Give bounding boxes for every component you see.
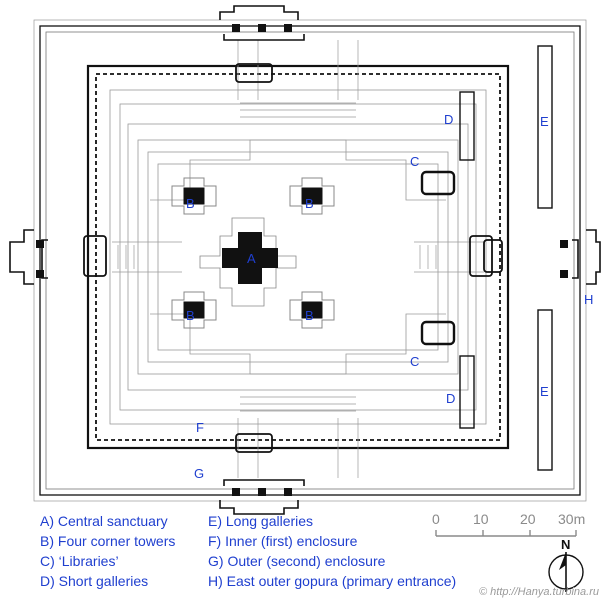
corner-towers <box>171 177 335 329</box>
legend-left: A) Central sanctuary B) Four corner towe… <box>40 511 175 591</box>
north-arrow <box>548 552 584 592</box>
legend-right: E) Long galleries F) Inner (first) enclo… <box>208 511 456 591</box>
north-label: N <box>561 537 571 552</box>
south-outer-gopura <box>219 479 305 515</box>
tower-sw <box>171 291 217 329</box>
label-g: G <box>194 466 204 481</box>
causeways <box>112 40 484 478</box>
tower-nw <box>171 177 217 215</box>
label-e-north: E <box>540 114 549 129</box>
plan-labels: A B B B B C C D D E E F G H <box>186 112 593 481</box>
legend-item-c: C) ‘Libraries’ <box>40 553 119 569</box>
legend-item-h: H) East outer gopura (primary entrance) <box>208 573 457 589</box>
central-sanctuary <box>199 217 297 307</box>
label-d-north: D <box>444 112 453 127</box>
terraces <box>109 89 487 425</box>
scale-tick-10: 10 <box>473 511 489 527</box>
legend-item-g: G) Outer (second) enclosure <box>208 553 386 569</box>
long-galleries <box>537 45 553 471</box>
legend-item-b: B) Four corner towers <box>40 533 176 549</box>
scale-tick-20: 20 <box>520 511 536 527</box>
scale-tick-0: 0 <box>432 511 440 527</box>
scale-tick-30m: 30m <box>558 511 586 527</box>
outer-enclosure <box>33 19 587 502</box>
north-outer-gopura <box>219 5 305 41</box>
outer-gopura-fill <box>36 24 568 496</box>
label-b-se: B <box>305 308 314 323</box>
legend-item-d: D) Short galleries <box>40 573 149 589</box>
tower-ne <box>289 177 335 215</box>
inner-enclosure <box>86 64 510 450</box>
label-a: A <box>247 251 256 266</box>
label-e-south: E <box>540 384 549 399</box>
east-outer-gopura <box>572 229 601 285</box>
label-b-sw: B <box>186 308 195 323</box>
label-b-ne: B <box>305 196 314 211</box>
label-c-south: C <box>410 354 419 369</box>
label-h: H <box>584 292 593 307</box>
label-d-south: D <box>446 391 455 406</box>
outer-gopuras <box>9 5 601 515</box>
legend-item-f: F) Inner (first) enclosure <box>208 533 358 549</box>
tower-se <box>289 291 335 329</box>
libraries <box>420 170 456 346</box>
label-f: F <box>196 420 204 435</box>
legend-item-e: E) Long galleries <box>208 513 314 529</box>
label-c-north: C <box>410 154 419 169</box>
inner-gopuras <box>83 63 503 453</box>
short-galleries <box>459 91 475 429</box>
west-outer-gopura <box>9 229 48 285</box>
label-b-nw: B <box>186 196 195 211</box>
scale-bar <box>435 530 577 537</box>
scale-bar-labels: 0 10 20 30m <box>420 511 600 531</box>
legend-item-a: A) Central sanctuary <box>40 513 168 529</box>
watermark: © http://Hanya.turbina.ru <box>478 586 599 598</box>
